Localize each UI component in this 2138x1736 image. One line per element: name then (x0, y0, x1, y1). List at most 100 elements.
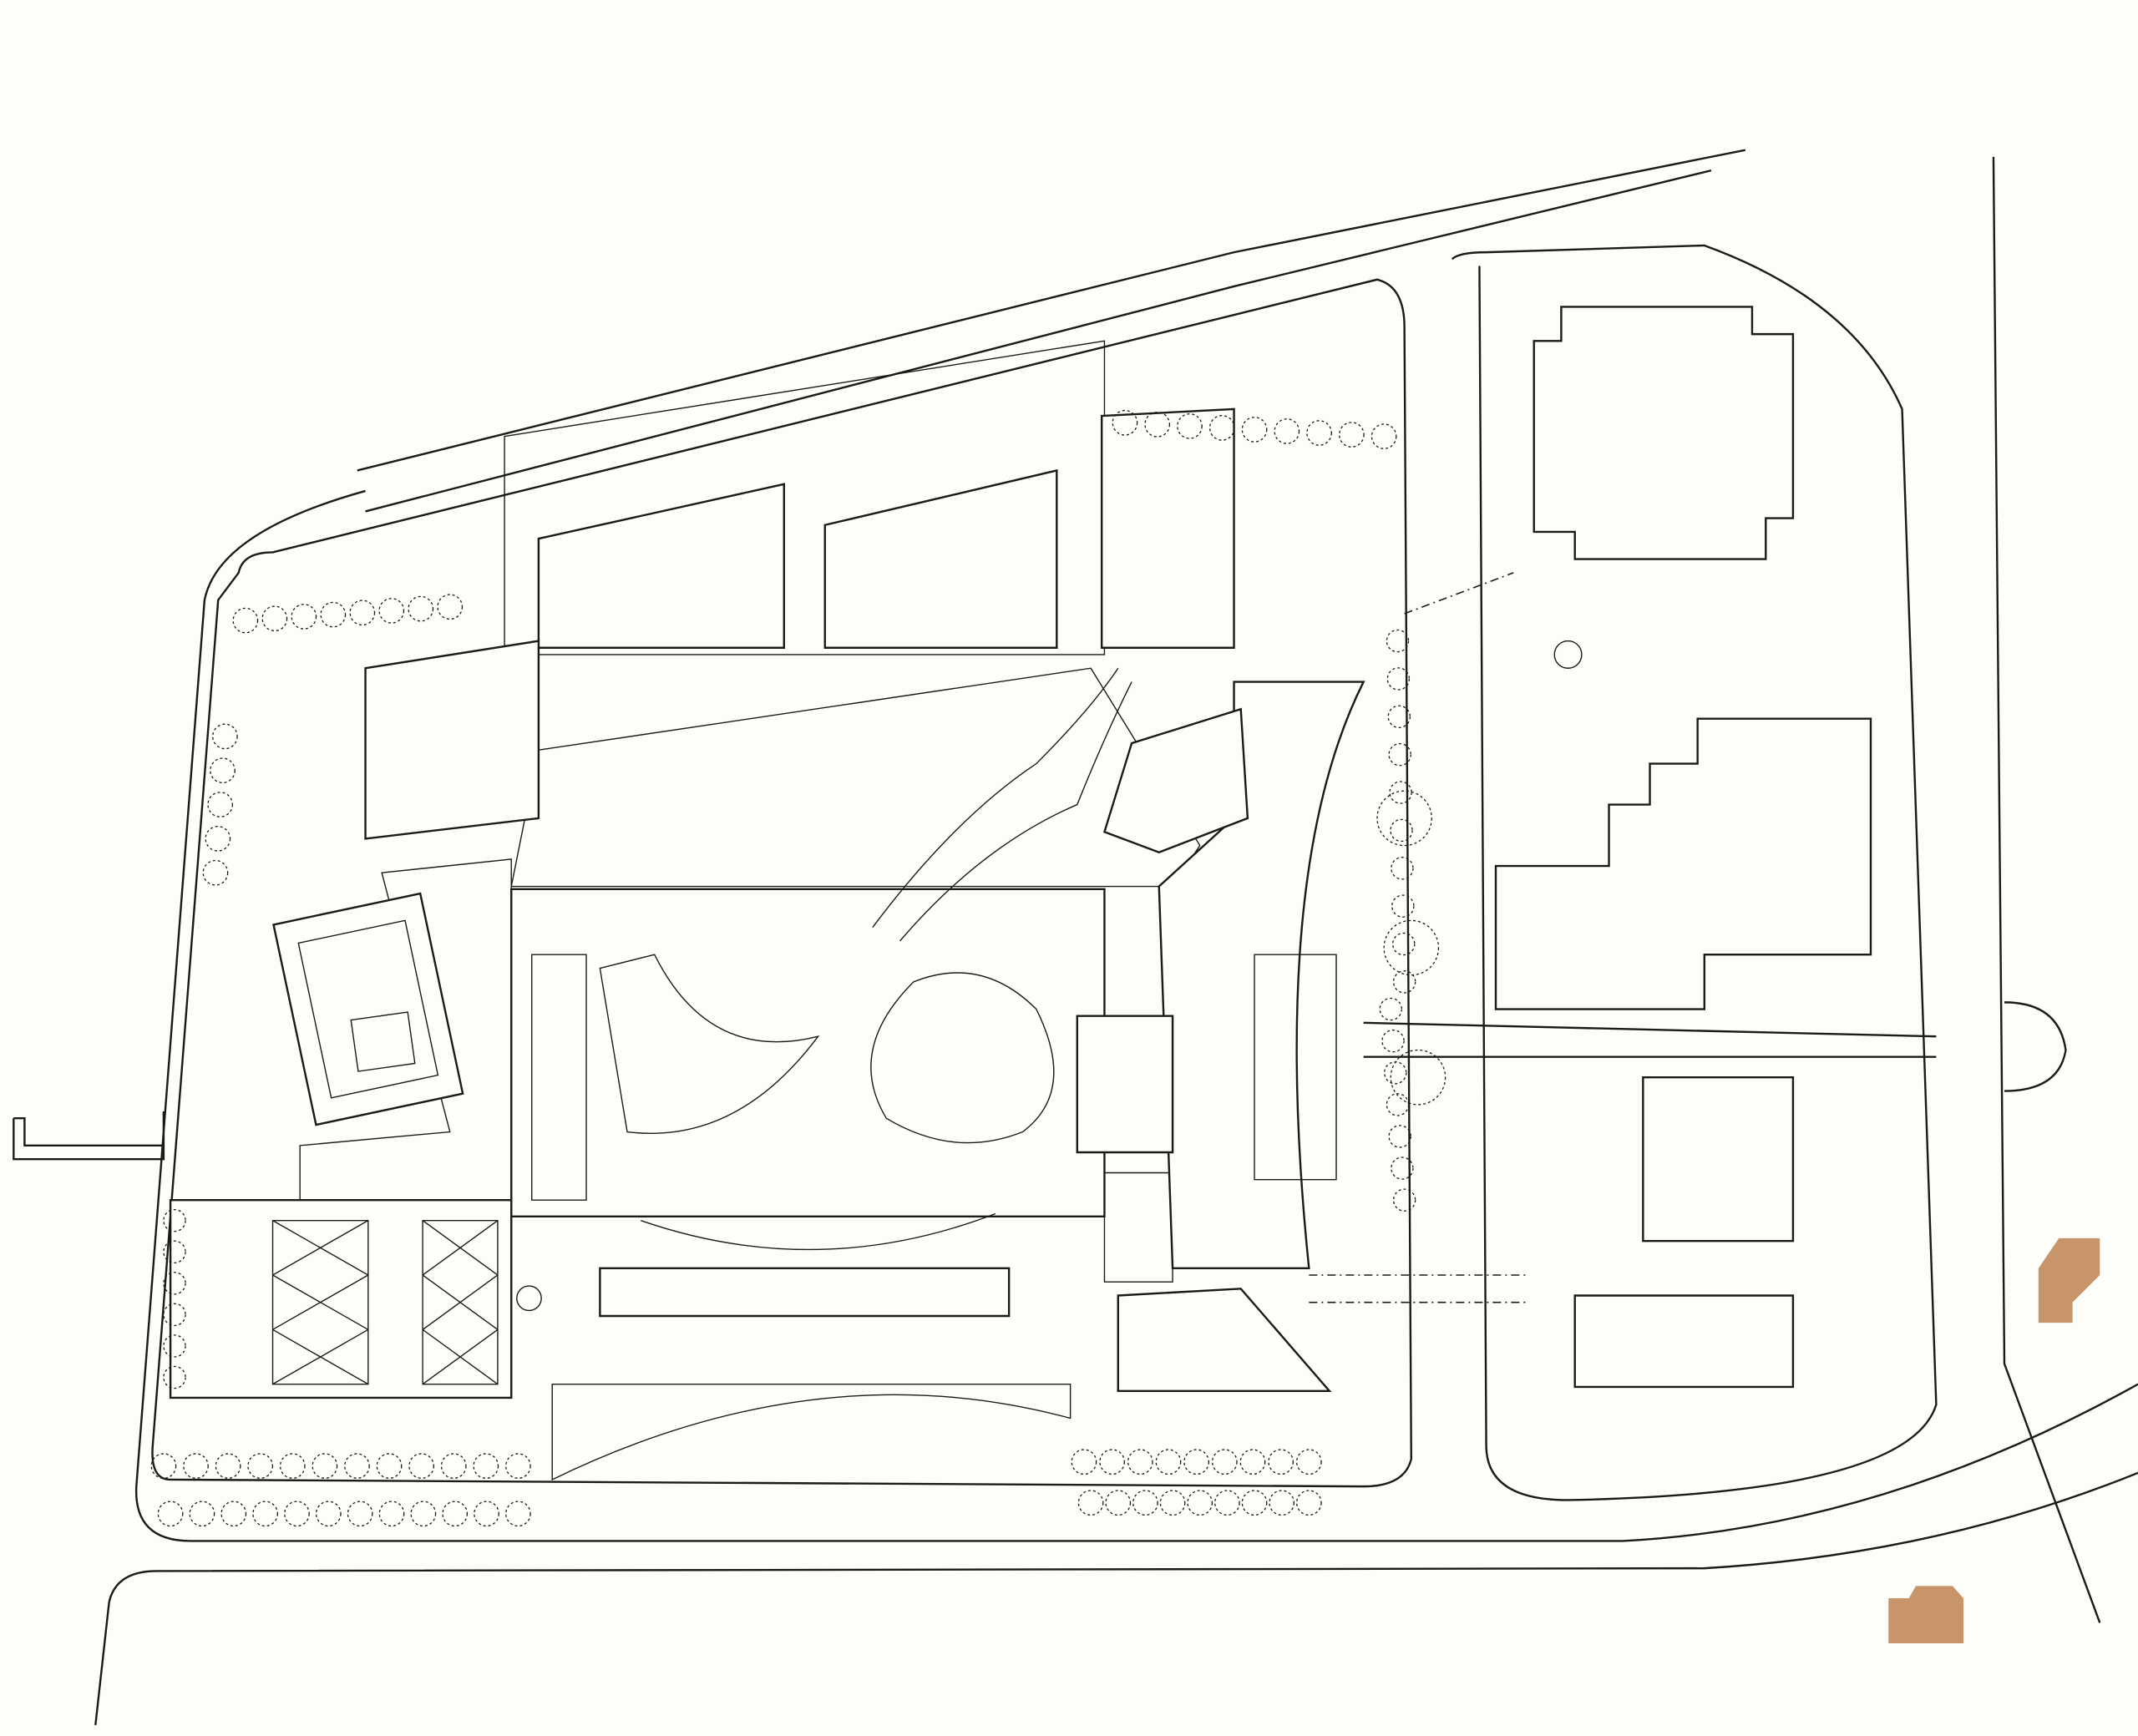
south-east-building (1118, 1288, 1330, 1390)
pool-frame (274, 893, 464, 1125)
fountain (517, 1286, 541, 1310)
marker-patch-lower (1888, 1586, 1964, 1643)
pavilion (351, 1012, 415, 1071)
tree (190, 1501, 214, 1526)
west-building (366, 641, 539, 839)
tree (1160, 1491, 1184, 1515)
tree (1390, 782, 1411, 803)
east-gate (2004, 1002, 2065, 1091)
tree (164, 1303, 185, 1325)
north-building-2 (825, 470, 1057, 647)
east-wing (1159, 682, 1364, 1268)
west-site-boundary (136, 491, 2138, 1541)
tree (164, 1241, 185, 1263)
tree (438, 595, 462, 619)
tree (409, 1454, 433, 1478)
tree (164, 1335, 185, 1357)
tree (1188, 1491, 1212, 1515)
tree (1389, 1126, 1411, 1147)
courtyard (511, 889, 1104, 1217)
tree (1145, 412, 1169, 437)
tree (474, 1501, 499, 1526)
tree (1178, 414, 1202, 438)
tree (1106, 1491, 1130, 1515)
tree (208, 792, 232, 817)
tree (164, 1273, 185, 1294)
north-road-inner (366, 170, 1711, 511)
hatched-terraces (300, 341, 1200, 1480)
tree (1274, 419, 1299, 443)
tree (345, 1454, 369, 1478)
tree (350, 600, 374, 625)
marker-patch-upper (2038, 1237, 2100, 1324)
tree (1394, 1189, 1416, 1211)
tree (411, 1501, 435, 1526)
roads (13, 150, 2138, 1725)
tree (1112, 411, 1137, 435)
tree (442, 1454, 466, 1478)
tree (1371, 424, 1396, 448)
north-building-1 (539, 484, 784, 648)
tree (203, 861, 227, 885)
tree (1133, 1491, 1158, 1515)
south-arcade (600, 1268, 1009, 1316)
tree (281, 1454, 305, 1478)
tree (1387, 668, 1409, 690)
tree (1100, 1450, 1124, 1474)
tree (1391, 858, 1413, 879)
tree (506, 1454, 530, 1478)
tree (1297, 1450, 1321, 1474)
tree (1340, 423, 1364, 447)
south-road-edge (95, 1473, 2138, 1725)
tree (1297, 1491, 1321, 1515)
tree (1385, 1062, 1406, 1084)
tree (213, 724, 237, 748)
east-building-4 (1575, 1295, 1793, 1386)
garden-lawn (600, 954, 818, 1133)
tree-rows (151, 411, 1445, 1526)
tree (1384, 920, 1438, 974)
parking-garage (170, 1200, 511, 1398)
west-entry (13, 1111, 164, 1159)
tree (164, 1366, 185, 1388)
tree (1240, 1450, 1264, 1474)
tree (158, 1501, 182, 1526)
pool-inner (298, 920, 438, 1097)
tree (1156, 1450, 1180, 1474)
tree (379, 1501, 403, 1526)
tree (1386, 1094, 1408, 1116)
tree (312, 1454, 337, 1478)
east-court (1254, 954, 1336, 1179)
tree (248, 1454, 272, 1478)
tree (1391, 819, 1412, 841)
tree (506, 1501, 530, 1526)
tree (1242, 418, 1266, 442)
garden-pond (871, 973, 1054, 1143)
north-building-3 (1102, 409, 1234, 648)
tree (1391, 1157, 1413, 1179)
tree (184, 1454, 208, 1478)
east-block-buildings (1496, 306, 2065, 1386)
tree (474, 1454, 498, 1478)
tree (1307, 421, 1331, 445)
south-terrace (552, 1384, 1070, 1480)
tree (1393, 933, 1415, 954)
tree (1386, 630, 1408, 652)
tree (291, 605, 316, 629)
north-road-edge (357, 150, 1745, 471)
east-building-2 (1496, 719, 1871, 1010)
tree (379, 599, 403, 623)
tree (205, 827, 230, 851)
tree (1242, 1491, 1266, 1515)
tree (1269, 1450, 1293, 1474)
tree (1184, 1450, 1208, 1474)
buildings (170, 409, 1936, 1398)
tree (210, 758, 235, 782)
tree (262, 606, 286, 630)
tree (408, 596, 433, 620)
east-pavilion (1104, 709, 1247, 852)
east-building-1 (1534, 306, 1793, 559)
tree (221, 1501, 246, 1526)
tree (377, 1454, 401, 1478)
tree (1377, 791, 1431, 845)
